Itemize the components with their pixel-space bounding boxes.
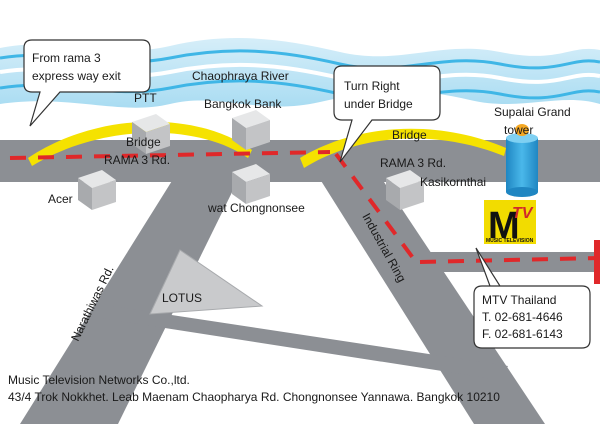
ptt-label: PTT [134, 91, 157, 105]
mtv-logo: M TV MUSIC TELEVISION [484, 200, 536, 247]
bangkok-bank-label: Bangkok Bank [204, 97, 282, 111]
narathiwas-road [20, 176, 240, 424]
wat-chongnonsee-label: wat Chongnonsee [207, 201, 305, 215]
acer-building [78, 170, 116, 210]
callout-rama3-exit-line2: express way exit [32, 69, 121, 83]
callout-turn-right-line1: Turn Right [344, 79, 400, 93]
lower-road [100, 306, 508, 380]
bridge-left-label: Bridge [126, 135, 161, 149]
lotus-shape [149, 249, 264, 315]
industrial-ring-road [318, 176, 545, 424]
route [9, 150, 600, 264]
callout-rama3-exit: From rama 3 express way exit [23, 39, 151, 127]
rama3-left-label: RAMA 3 Rd. [104, 153, 170, 167]
route-rama3 [9, 150, 331, 160]
callout-turn-right-line2: under Bridge [344, 97, 413, 111]
kasikornthai-label: Kasikornthai [420, 175, 486, 189]
buildings [78, 110, 424, 315]
bridge-left [28, 121, 252, 166]
destination-marker [594, 240, 600, 284]
route-industrial [334, 152, 418, 264]
footer: Music Television Networks Co.,ltd. 43/4 … [8, 372, 500, 406]
callout-mtv: MTV Thailand T. 02-681-4646 F. 02-681-61… [473, 247, 591, 349]
callout-mtv-phone: T. 02-681-4646 [482, 310, 563, 324]
footer-company: Music Television Networks Co.,ltd. [8, 373, 190, 387]
callout-turn-right: Turn Right under Bridge [333, 65, 441, 163]
callout-rama3-exit-line1: From rama 3 [32, 51, 101, 65]
supalai-label-line1: Supalai Grand [494, 105, 571, 119]
lotus-label: LOTUS [162, 291, 202, 305]
acer-label: Acer [48, 192, 73, 206]
mtv-logo-caption: MUSIC TELEVISION [486, 238, 534, 244]
supalai-label-line2: tower [504, 123, 533, 137]
bridge-right-label: Bridge [392, 128, 427, 142]
rama3-right-label: RAMA 3 Rd. [380, 156, 446, 170]
callout-mtv-fax: F. 02-681-6143 [482, 327, 563, 341]
bangkok-bank-building [232, 110, 270, 150]
callout-mtv-name: MTV Thailand [482, 293, 556, 307]
footer-address: 43/4 Trok Nokkhet. Leab Maenam Chaophary… [8, 390, 500, 404]
river-label: Chaophraya River [192, 69, 289, 83]
mtv-logo-tv: TV [512, 205, 534, 222]
mtv-logo-m: M [488, 205, 520, 247]
supalai-tower [506, 124, 538, 197]
kasikornthai-building [386, 170, 424, 210]
wat-chongnonsee-building [232, 164, 270, 204]
route-side [419, 256, 600, 264]
ptt-building [132, 114, 170, 154]
